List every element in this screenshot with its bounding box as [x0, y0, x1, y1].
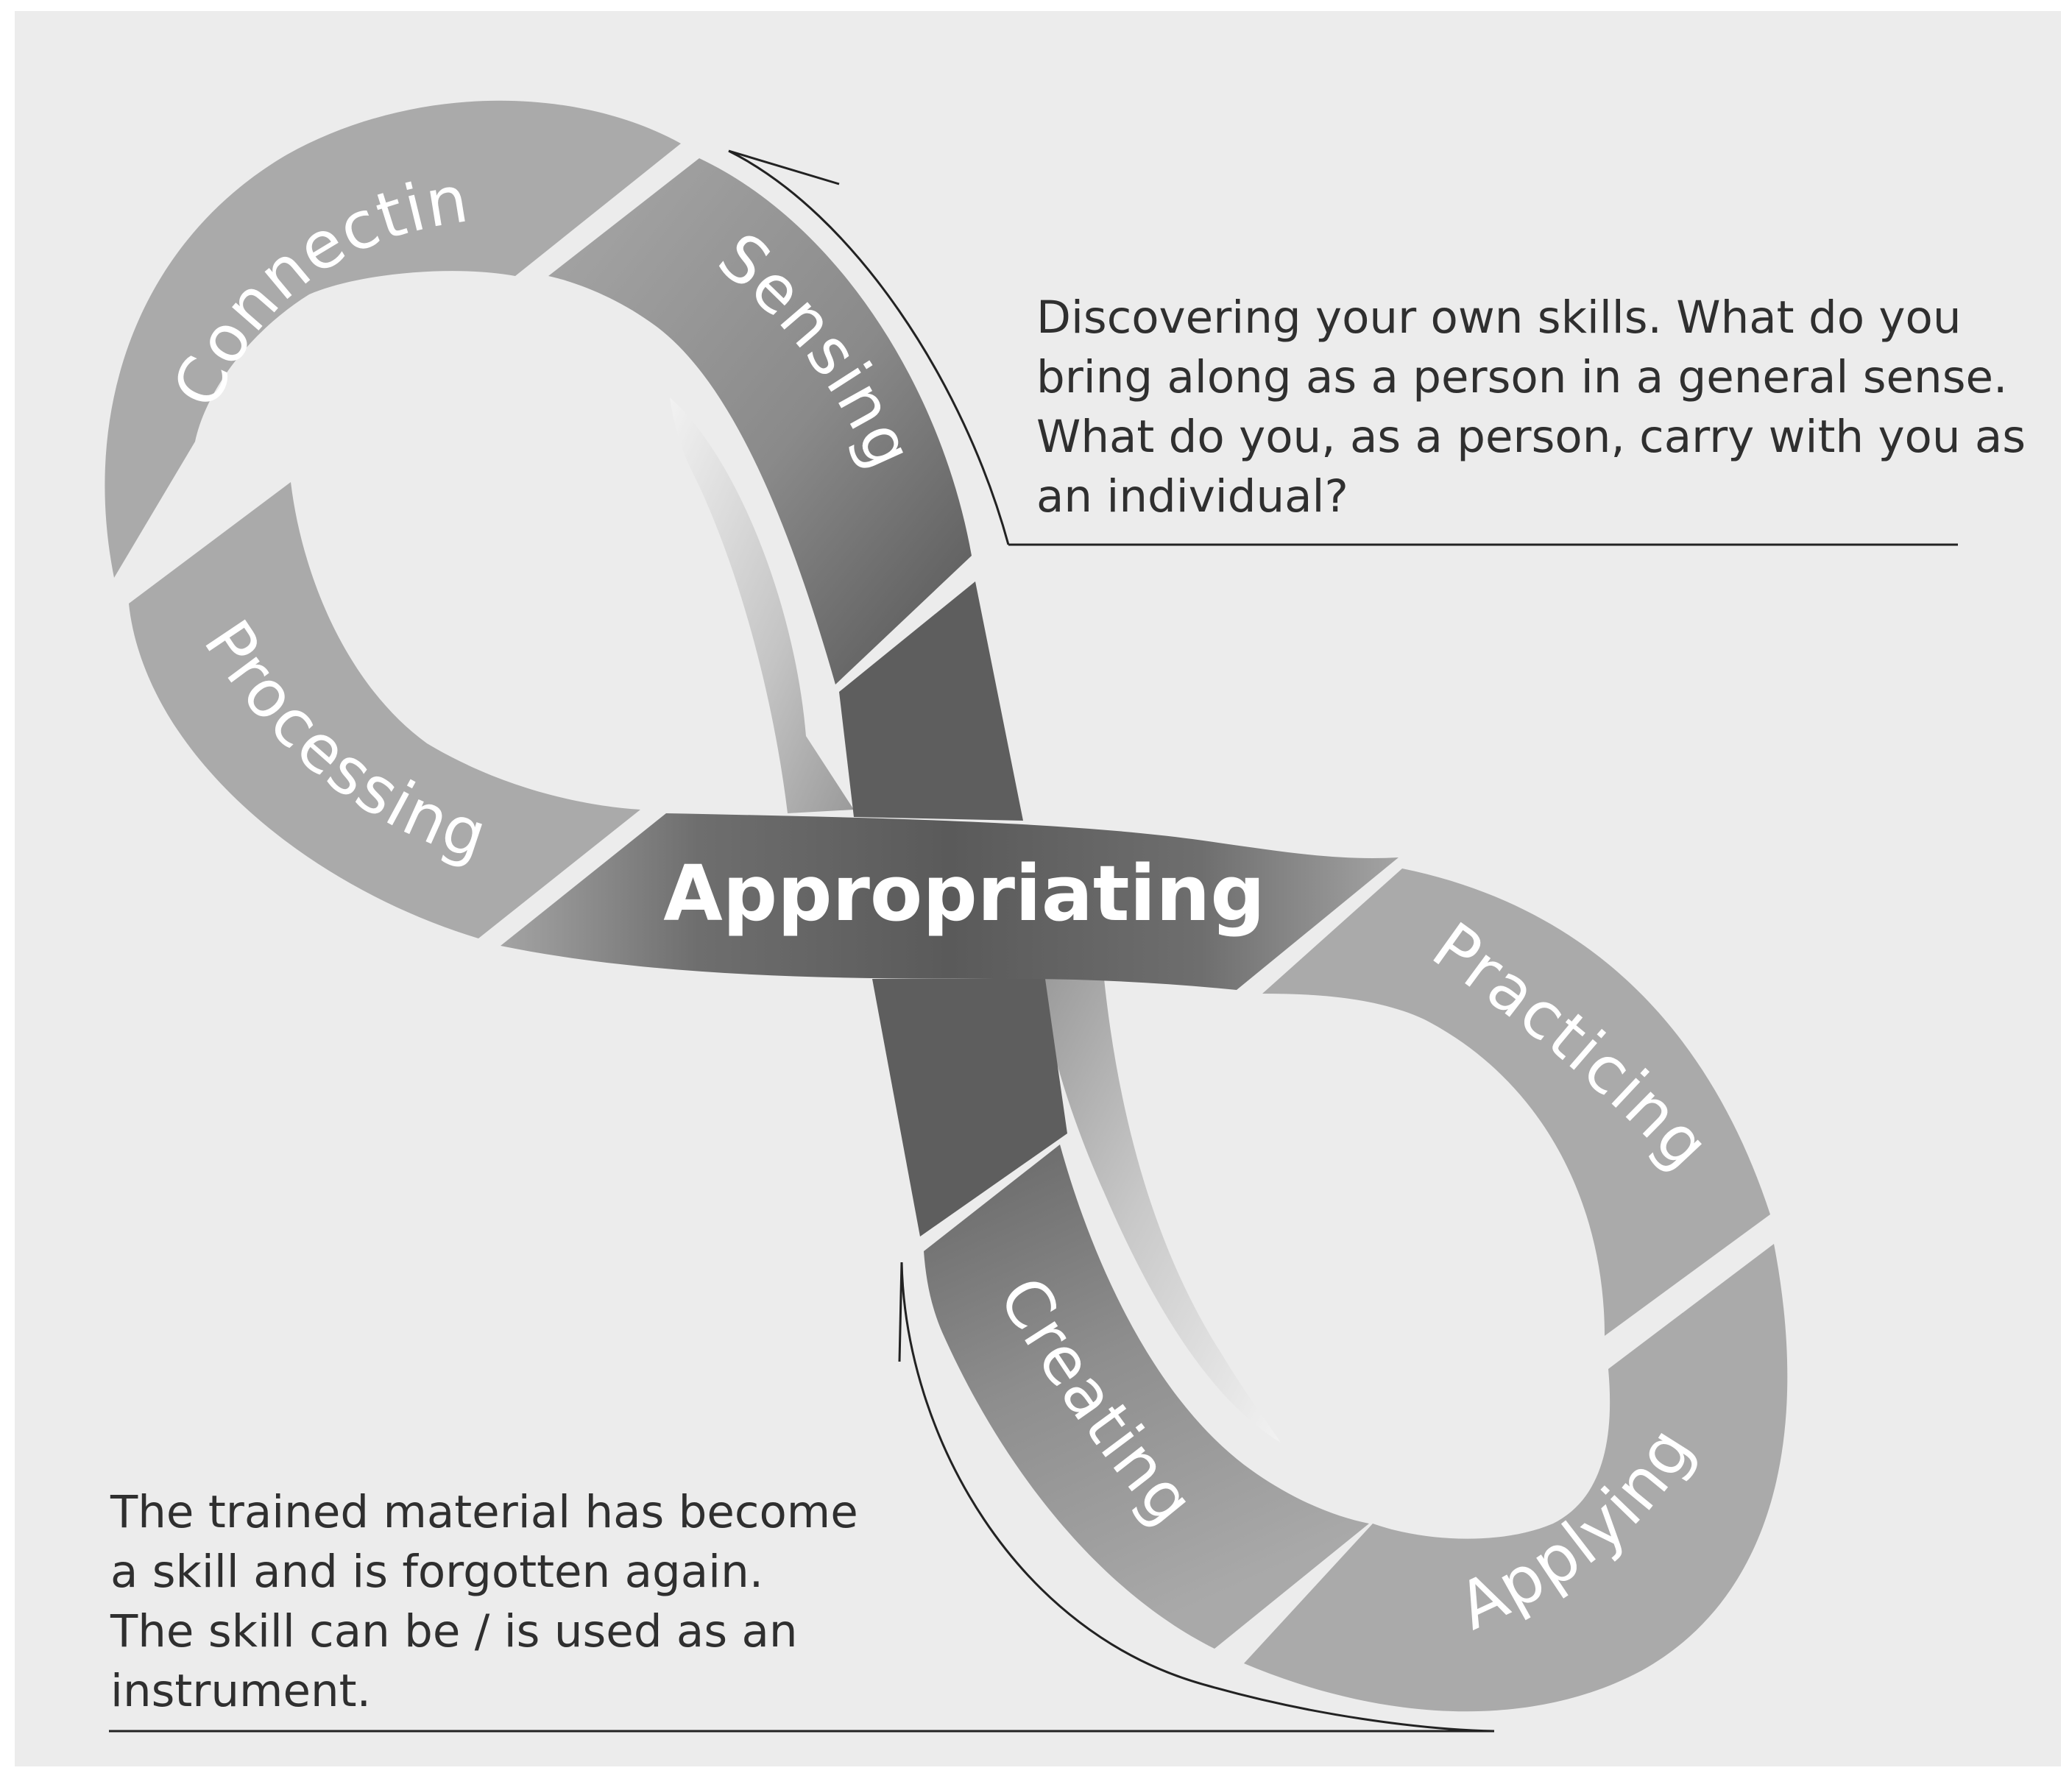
ribbon-cross-lower [872, 979, 1067, 1237]
ribbon-cross-upper [839, 581, 1023, 821]
segment-applying [1244, 1244, 1788, 1712]
ribbon-inner-upper [670, 397, 854, 813]
note-top-line: bring along as a person in a general sen… [1036, 351, 2007, 403]
segment-appropriating [501, 813, 1399, 990]
note-top-line: an individual? [1036, 470, 1348, 523]
note-bottom-line: a skill and is forgotten again. [110, 1546, 763, 1598]
note-top-line: Discovering your own skills. What do you [1036, 291, 1962, 344]
segment-creating [924, 1145, 1369, 1649]
note-top-line: What do you, as a person, carry with you… [1036, 411, 2026, 463]
arrow-upper-curve [728, 149, 1010, 545]
segment-sensing [548, 158, 972, 684]
segment-processing [129, 482, 640, 938]
note-bottom-line: The trained material has become [110, 1486, 858, 1538]
segment-connecting [105, 100, 681, 578]
arrow-lower-curve [900, 1262, 1495, 1733]
label-appropriating: Appropriating [663, 849, 1265, 938]
note-bottom: The trained material has become a skill … [110, 1486, 858, 1717]
segment-practicing [1262, 868, 1770, 1336]
note-top: Discovering your own skills. What do you… [1036, 291, 2026, 523]
note-bottom-line: The skill can be / is used as an [110, 1605, 798, 1658]
ribbon-inner-lower [1038, 979, 1281, 1443]
note-bottom-line: instrument. [110, 1665, 371, 1717]
arrow-lower-head [898, 1262, 903, 1362]
arrow-upper-head [728, 149, 840, 185]
